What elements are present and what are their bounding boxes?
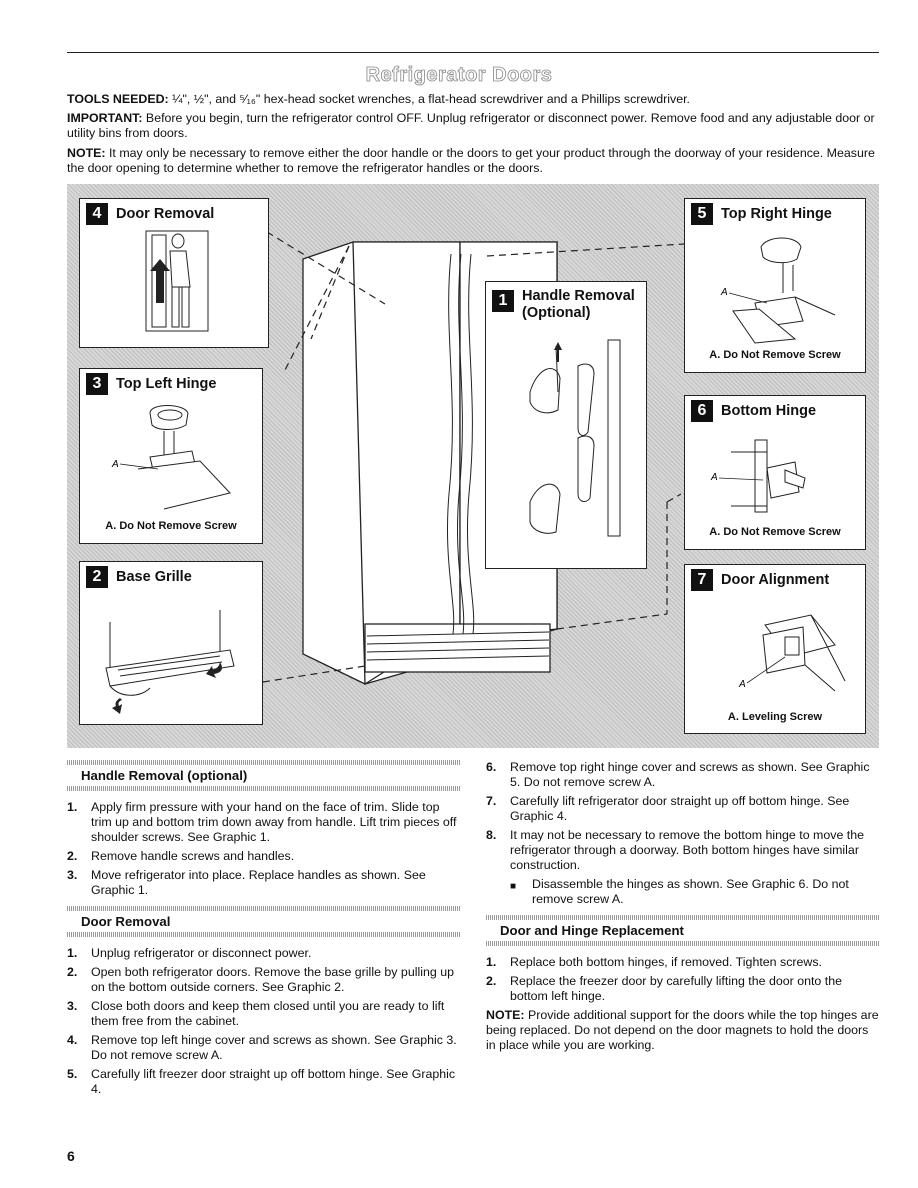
curved-arrow-icon <box>112 698 122 714</box>
graphic-caption: A. Do Not Remove Screw <box>709 526 841 538</box>
list-item: 3.Move refrigerator into place. Replace … <box>67 868 426 897</box>
graphic-number: 5 <box>691 203 713 225</box>
section-heading-door-removal: Door Removal <box>81 914 171 929</box>
door-alignment-illustration: A <box>738 614 846 692</box>
section-divider <box>486 915 879 920</box>
list-item: 2.Remove handle screws and handles. <box>67 849 295 863</box>
graphic-3-top-left-hinge: 3 Top Left Hinge A A. Do Not Remove Scre… <box>79 368 263 544</box>
screw-a-marker: A <box>710 472 718 483</box>
note-paragraph: NOTE: It may only be necessary to remove… <box>67 146 875 175</box>
graphic-caption: A. Do Not Remove Screw <box>105 520 237 532</box>
graphic-number: 3 <box>86 373 108 395</box>
bottom-hinge-illustration: A <box>710 439 806 513</box>
screw-a-marker: A <box>720 287 728 298</box>
graphic-number: 7 <box>691 569 713 591</box>
leveling-screw-a-marker: A <box>738 679 746 690</box>
bullet-item: ■Disassemble the hinges as shown. See Gr… <box>510 877 849 906</box>
square-bullet-icon: ■ <box>510 881 517 892</box>
list-item: 7.Carefully lift refrigerator door strai… <box>486 794 850 823</box>
up-arrow-icon <box>554 342 562 362</box>
graphic-6-bottom-hinge: 6 Bottom Hinge A A. Do Not Remove Screw <box>684 395 866 550</box>
section-divider <box>486 941 879 946</box>
base-grille-illustration <box>105 610 235 714</box>
graphic-1-handle-removal: 1 Handle Removal (Optional) <box>485 281 647 569</box>
graphic-5-top-right-hinge: 5 Top Right Hinge A A. Do Not Remove Scr… <box>684 198 866 373</box>
top-left-hinge-illustration: A <box>111 405 231 510</box>
top-right-hinge-illustration: A <box>720 237 836 344</box>
door-lift-illustration <box>145 230 209 332</box>
section-heading-handle-removal: Handle Removal (optional) <box>81 768 248 783</box>
graphic-title: Top Left Hinge <box>116 375 217 392</box>
graphic-number: 4 <box>86 203 108 225</box>
list-item: 1.Replace both bottom hinges, if removed… <box>486 955 822 969</box>
graphic-number: 6 <box>691 400 713 422</box>
replacement-note: NOTE: Provide additional support for the… <box>486 1008 879 1052</box>
graphic-title: Door Removal <box>116 205 215 222</box>
refrigerator-door-figure: 4 Door Removal 3 Top Left Hinge <box>67 184 879 748</box>
list-item: 2.Replace the freezer door by carefully … <box>486 974 842 1003</box>
graphic-title: Door Alignment <box>721 571 830 588</box>
list-item: 4.Remove top left hinge cover and screws… <box>67 1033 457 1062</box>
top-rule <box>67 52 879 53</box>
section-divider <box>67 932 460 937</box>
graphic-4-door-removal: 4 Door Removal <box>79 198 269 348</box>
graphic-title: Bottom Hinge <box>721 402 817 419</box>
graphic-title: Base Grille <box>116 568 192 585</box>
left-column: Handle Removal (optional) 1.Apply firm p… <box>67 760 460 1101</box>
handle-removal-illustration <box>529 339 621 537</box>
list-item: 1.Unplug refrigerator or disconnect powe… <box>67 946 312 960</box>
list-item: 1.Apply firm pressure with your hand on … <box>67 800 457 844</box>
list-item: 3.Close both doors and keep them closed … <box>67 999 445 1028</box>
section-divider <box>67 786 460 791</box>
screw-a-marker: A <box>111 459 119 470</box>
graphic-number: 1 <box>492 290 514 312</box>
page-number: 6 <box>67 1148 75 1164</box>
list-item: 5.Carefully lift freezer door straight u… <box>67 1067 456 1096</box>
page-title: Refrigerator Doors <box>365 64 553 87</box>
graphic-title: Handle Removal (Optional) <box>522 288 635 321</box>
graphic-number: 2 <box>86 566 108 588</box>
important-paragraph: IMPORTANT: Before you begin, turn the re… <box>67 111 875 140</box>
graphic-title: Top Right Hinge <box>721 205 832 222</box>
section-heading-door-hinge-replacement: Door and Hinge Replacement <box>500 923 684 938</box>
list-item: 8.It may not be necessary to remove the … <box>486 828 865 872</box>
graphic-2-base-grille: 2 Base Grille <box>79 561 263 725</box>
graphic-7-door-alignment: 7 Door Alignment A A. Leveling Screw <box>684 564 866 734</box>
right-column: 6.Remove top right hinge cover and screw… <box>486 760 879 1053</box>
tools-needed-paragraph: TOOLS NEEDED: ¼", ½", and ⁵⁄₁₆" hex-head… <box>67 92 690 106</box>
list-item: 2.Open both refrigerator doors. Remove t… <box>67 965 454 994</box>
graphic-caption: A. Leveling Screw <box>727 711 823 723</box>
section-divider <box>67 760 460 765</box>
graphic-caption: A. Do Not Remove Screw <box>709 349 841 361</box>
curved-arrow-icon <box>206 662 222 678</box>
up-arrow-icon <box>150 259 170 303</box>
section-divider <box>67 906 460 911</box>
list-item: 6.Remove top right hinge cover and screw… <box>486 760 870 789</box>
